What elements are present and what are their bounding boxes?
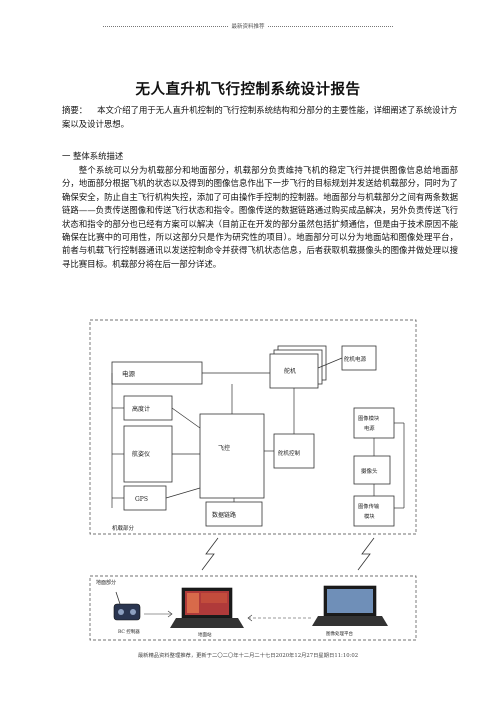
image-module-power-label-2: 电源 xyxy=(364,424,375,432)
system-diagram: 机载部分 电源 高度计 航姿仪 GPS 飞控 数据链路 舵机 舵机电源 舵机控制 xyxy=(88,318,418,643)
image-platform-label: 图像处理平台 xyxy=(326,630,353,637)
airborne-label: 机载部分 xyxy=(112,524,135,532)
altimeter-label: 高度计 xyxy=(132,405,150,413)
camera-label: 摄像头 xyxy=(361,467,378,475)
radio-link-left-icon xyxy=(201,537,219,571)
data-link-label: 数据链路 xyxy=(212,511,236,519)
servo-label: 舵机 xyxy=(284,367,296,375)
navigator-label: 航姿仪 xyxy=(132,450,150,458)
servo-control-box xyxy=(273,433,315,469)
document-title: 无人直升机飞行控制系统设计报告 xyxy=(135,81,361,98)
header-dots-right xyxy=(267,26,393,27)
ground-frame xyxy=(89,575,417,641)
image-platform-laptop-icon xyxy=(312,585,388,626)
servo-power-label: 舵机电源 xyxy=(344,355,367,363)
image-tx-label-2: 模块 xyxy=(364,512,375,520)
header-dots-left xyxy=(103,26,229,27)
image-tx-box xyxy=(353,495,395,527)
data-link-box xyxy=(205,501,263,527)
rc-label: RC 控制器 xyxy=(118,628,140,635)
navigator-box xyxy=(123,425,173,483)
header-text: 最新资料推荐 xyxy=(231,24,265,30)
servo-box xyxy=(269,353,319,389)
abstract-label: 摘要： xyxy=(62,105,88,115)
image-module-power-label: 图像模块 xyxy=(358,414,380,422)
page-header: 最新资料推荐 xyxy=(80,22,416,30)
section-heading: 一 整体系统描述 xyxy=(62,151,124,161)
airborne-frame xyxy=(89,319,417,535)
abstract: 摘要：本文介绍了用于无人直升机控制的飞行控制系统结构和分部分的主要性能，详细阐述… xyxy=(62,104,458,131)
abstract-text: 本文介绍了用于无人直升机控制的飞行控制系统结构和分部分的主要性能，详细阐述了系统… xyxy=(62,105,458,129)
radio-link-right-icon xyxy=(357,537,375,571)
flight-control-box xyxy=(199,413,265,499)
ground-station-laptop-icon xyxy=(170,587,244,628)
flight-control-label: 飞控 xyxy=(218,444,230,452)
power-label: 电源 xyxy=(122,369,136,378)
ground-label: 地面部分 xyxy=(96,579,116,586)
ground-station-label: 地面站 xyxy=(198,631,212,638)
image-tx-label: 图像传输 xyxy=(358,502,380,510)
altimeter-box xyxy=(123,395,173,421)
page-footer: 最新精品资料整理推荐，更新于二〇二〇年十二月二十七日2020年12月27日星期日… xyxy=(137,653,359,659)
rc-controller-icon xyxy=(113,591,141,621)
connection-lines xyxy=(111,357,405,509)
section-body: 整个系统可以分为机载部分和地面部分，机载部分负责维持飞机的稳定飞行并提供图像信息… xyxy=(62,165,458,269)
servo-control-label: 舵机控制 xyxy=(278,449,301,457)
camera-box xyxy=(353,455,391,485)
system-diagram-svg: 机载部分 电源 高度计 航姿仪 GPS 飞控 数据链路 舵机 舵机电源 舵机控制 xyxy=(89,319,417,641)
gps-label: GPS xyxy=(135,496,148,503)
image-module-power-box xyxy=(353,407,395,439)
ground-arrows xyxy=(144,610,312,622)
